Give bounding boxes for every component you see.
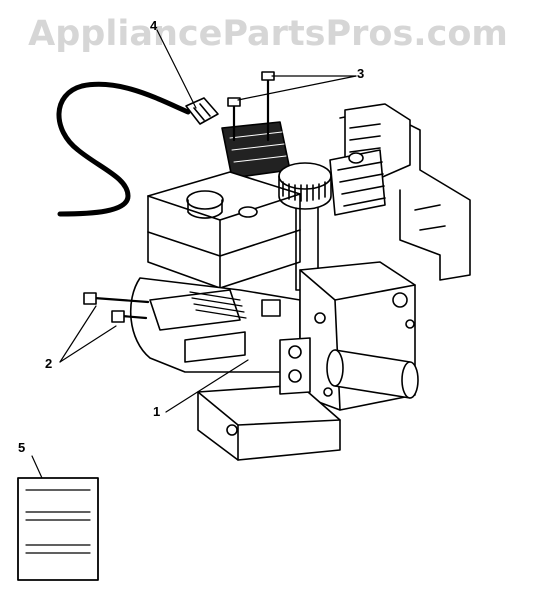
mounting-base (184, 331, 341, 461)
watermark: AppliancePartsPros.com (28, 14, 508, 54)
oil-cap (238, 206, 258, 218)
bolts-part-3 (227, 71, 275, 142)
crankshaft (326, 349, 419, 399)
callout-5: 5 (18, 440, 26, 455)
callout-4: 4 (150, 18, 158, 33)
fuel-tank (147, 171, 301, 289)
cooling-fins (329, 149, 386, 216)
starter-motor (221, 121, 386, 216)
cord-plug (185, 97, 219, 125)
owners-manual (17, 477, 99, 581)
bolts-part-2 (83, 292, 150, 323)
callout-3: 3 (357, 66, 365, 81)
air-filter (278, 152, 364, 291)
callout-2: 2 (45, 356, 53, 371)
callout-1: 1 (153, 404, 161, 419)
fuel-cap (186, 190, 224, 210)
leader-lines (31, 29, 357, 479)
